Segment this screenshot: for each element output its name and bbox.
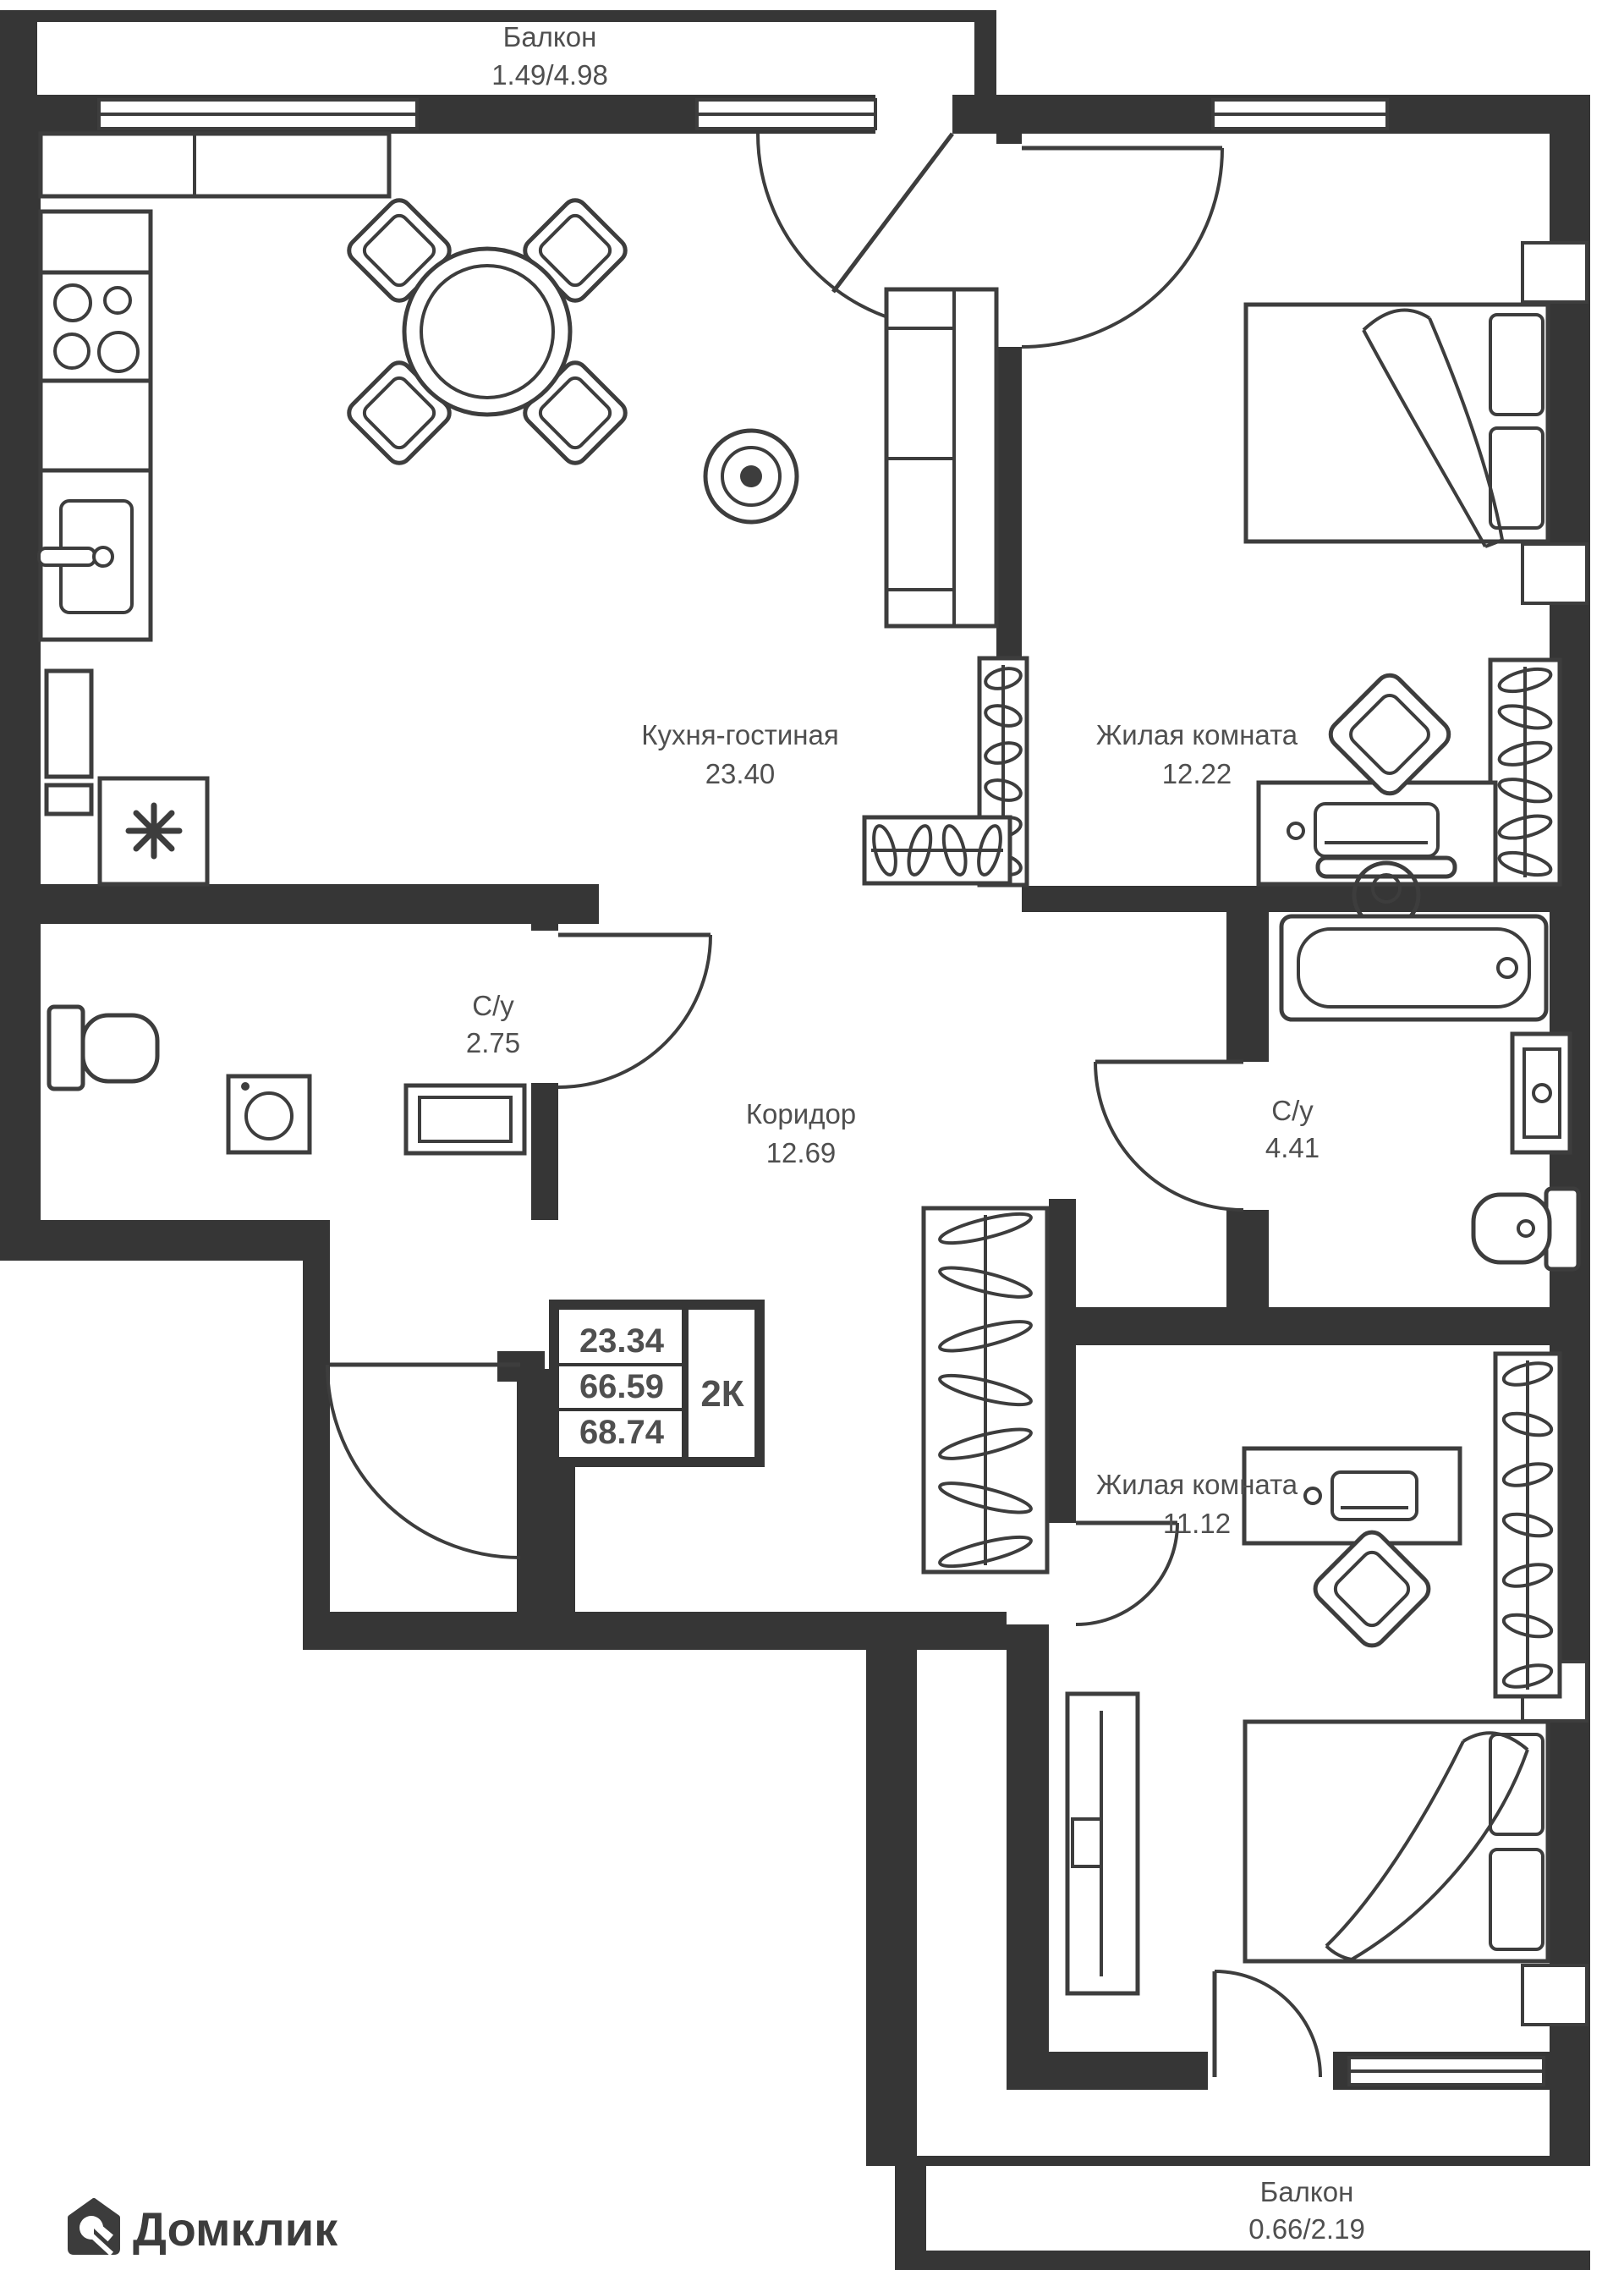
bed-bottom: [1243, 1719, 1550, 1964]
bed-top: [1243, 302, 1550, 548]
balcony-top-dims: 1.49/4.98: [491, 59, 608, 91]
logo-text: Домклик: [133, 2202, 338, 2256]
bedroom-top-area: 12.22: [1162, 758, 1232, 789]
bedroom-top-label: Жилая комната: [1096, 719, 1298, 750]
bedroom-bottom-door: [1075, 1520, 1179, 1626]
doors: [326, 132, 1322, 2078]
wc-large-label: С/у: [1271, 1095, 1314, 1126]
sofa: [884, 287, 999, 629]
washing-machine-icon: [226, 1074, 312, 1155]
kitchen-counter-top: [38, 131, 392, 199]
wc-large-door: [1094, 1059, 1244, 1212]
entry-door: [326, 1351, 545, 1559]
sink-icon: [1510, 1031, 1572, 1155]
tv-stand: [1065, 1691, 1140, 1996]
balcony-bottom-dims: 0.66/2.19: [1248, 2213, 1365, 2245]
wc-small-door: [557, 932, 712, 1089]
radiator-icon: [1521, 542, 1588, 605]
bedroom-top-door: [1021, 146, 1224, 349]
bedroom-bottom-window: [1347, 2056, 1545, 2086]
radiator-icon: [1521, 241, 1588, 304]
dining-table: [347, 198, 628, 465]
balcony-bottom-label: Балкон: [1260, 2176, 1354, 2207]
wc-small-area: 2.75: [466, 1027, 520, 1058]
wc-large-area: 4.41: [1265, 1132, 1320, 1163]
info-value-1: 23.34: [579, 1322, 665, 1360]
living-window: [695, 98, 877, 130]
windows: [97, 98, 1545, 2086]
wc-small-label: С/у: [472, 990, 514, 1021]
bedroom-bottom-label: Жилая комната: [1096, 1469, 1298, 1500]
room-labels: Балкон 1.49/4.98 Кухня-гостиная 23.40 Жи…: [466, 21, 1365, 2245]
bedroom-top-window: [1211, 98, 1389, 130]
wardrobe-hangers: [862, 815, 1012, 886]
chair-icon: [1328, 673, 1451, 796]
radiator-icon: [1521, 1964, 1588, 2026]
toilet-large: [1471, 1186, 1581, 1272]
bathroom-cabinet: [403, 1083, 527, 1156]
info-box: 23.34 66.59 68.74 2К: [549, 1300, 765, 1467]
stove-icon: [53, 283, 140, 373]
info-value-2: 66.59: [579, 1368, 664, 1405]
refrigerator-icon: [97, 776, 210, 887]
kitchen-living-label: Кухня-гостиная: [641, 719, 838, 750]
balcony-door-bottom: [1212, 1970, 1322, 2078]
logo: Домклик: [68, 2198, 338, 2256]
office-chair-icon: [1315, 855, 1457, 930]
bathtub-icon: [1279, 914, 1549, 1022]
info-type: 2К: [700, 1373, 743, 1415]
wardrobe-hangers: [1488, 657, 1562, 887]
balcony-top-label: Балкон: [503, 21, 597, 52]
corridor-area: 12.69: [766, 1137, 837, 1168]
info-value-3: 68.74: [579, 1414, 665, 1451]
corridor-label: Коридор: [746, 1098, 856, 1130]
bedroom-bottom-area: 11.12: [1163, 1508, 1231, 1539]
chair-icon: [1313, 1530, 1431, 1648]
wardrobe-hangers: [921, 1206, 1050, 1575]
toilet-small: [47, 1004, 160, 1091]
kitchen-window: [97, 98, 419, 130]
kitchen-cabinet: [44, 668, 94, 816]
kitchen-living-area: 23.40: [705, 758, 776, 789]
kitchen-sink-icon: [37, 499, 134, 614]
domclick-house-icon: [68, 2198, 120, 2256]
desk-bottom: [1242, 1446, 1462, 1546]
ceiling-lamp-icon: [703, 428, 799, 525]
wardrobe-hangers: [1493, 1351, 1562, 1699]
